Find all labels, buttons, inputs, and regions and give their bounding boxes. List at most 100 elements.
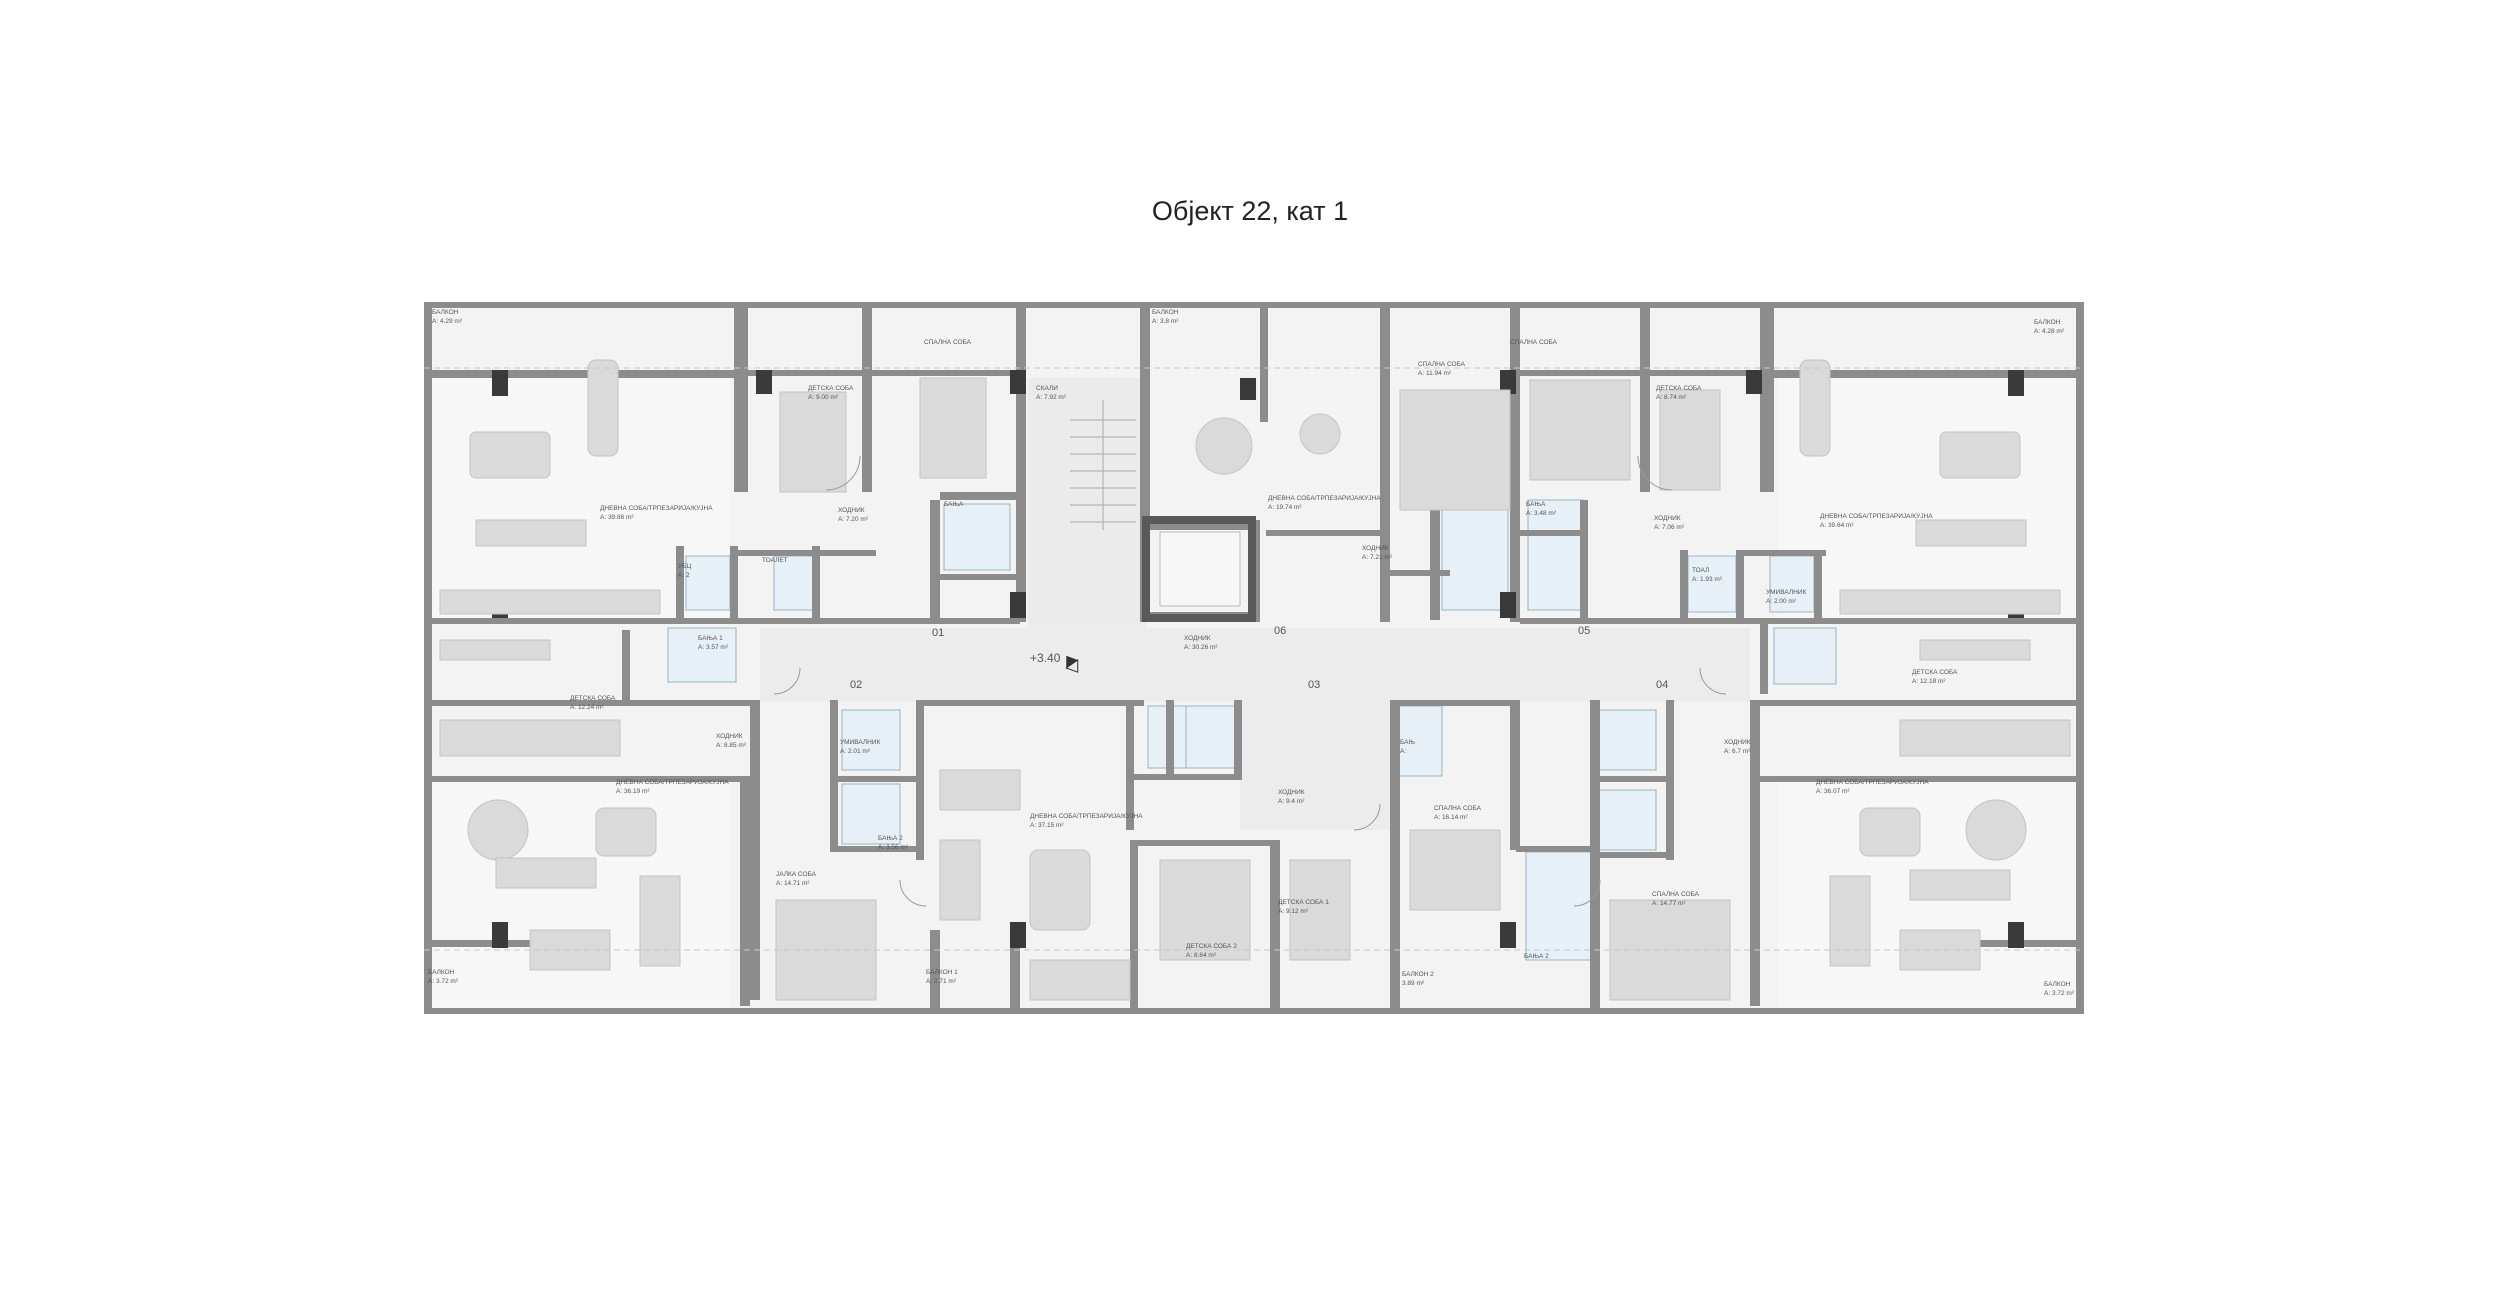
room-area: A: 4.29 m² (432, 318, 463, 325)
drawing-title: Објект 22, кат 1 (1151, 196, 1349, 226)
room-name: БАЊА (944, 501, 964, 508)
room-area: A: 2.01 m² (840, 748, 871, 755)
room-name: УМИВАЛНИК (840, 739, 880, 746)
room-name: ДЕТСКА СОБА 1 (1278, 899, 1329, 906)
level-mark: +3.40 (1030, 651, 1061, 665)
room-area: A: 30.26 m² (1184, 644, 1218, 651)
room-name: ХОДНИК (838, 507, 865, 514)
room-name: ЈАЛКА СОБА (776, 871, 817, 878)
room-name: ХОДНИК (1654, 515, 1681, 522)
room-area: A: 7.21 m² (1362, 554, 1393, 561)
wet-rooms (667, 499, 1837, 961)
corridor (760, 628, 1750, 702)
stair-hall (1028, 378, 1146, 628)
room-area: A: 16.14 m² (1434, 814, 1468, 821)
room-area: A: 36.19 m² (616, 788, 650, 795)
room-name: ДНЕВНА СОБА/ТРПЕЗАРИЈА/КУЈНА (616, 779, 729, 786)
room-name: СПАЛНА СОБА (1434, 805, 1482, 812)
room-name: БАЊА 1 (698, 635, 723, 642)
room-area: A: 39.64 m² (1820, 522, 1854, 529)
room-area: A: 8.74 m² (1656, 394, 1687, 401)
room-area: A: 37.15 m² (1030, 822, 1064, 829)
room-name: БАЛКОН (2034, 319, 2061, 326)
room-area: A: 3.8 m² (1152, 318, 1179, 325)
room-name: ДНЕВНА СОБА/ТРПЕЗАРИЈА/КУЈНА (1268, 495, 1381, 502)
room-name: ТОАЛЕТ (762, 557, 788, 564)
room-name: ТОАЛ (1692, 567, 1709, 574)
apartment-number: 03 (1308, 679, 1320, 691)
room-area: A: 14.71 m² (776, 880, 810, 887)
room-area: A: 3.72 m² (2044, 990, 2075, 997)
room-name: ДЕТСКА СОБА (570, 695, 616, 702)
room-area: A: 3.56 m² (878, 844, 909, 851)
room-name: ХОДНИК (1724, 739, 1751, 746)
room-name: УМИВАЛНИК (1766, 589, 1806, 596)
room-name: ДНЕВНА СОБА/ТРПЕЗАРИЈА/КУЈНА (600, 505, 713, 512)
room-area: A: 7.20 m² (838, 516, 869, 523)
room-area: A: 6.7 m² (1724, 748, 1751, 755)
room-name: СПАЛНА СОБА (1510, 339, 1558, 346)
room-name: СПАЛНА СОБА (924, 339, 972, 346)
projection-lines (424, 367, 2084, 951)
room-area: A: (1400, 748, 1406, 755)
room-area: A: 36.07 m² (1816, 788, 1850, 795)
room-name: БАЊА 2 (1524, 953, 1549, 960)
room-name: ДЕТСКА СОБА (1656, 385, 1702, 392)
room-name: СКАЛИ (1036, 385, 1058, 392)
room-name: СПАЛНА СОБА (1652, 891, 1700, 898)
room-name: ДЕТСКА СОБА (808, 385, 854, 392)
room-name: БАЛКОН 2 (1402, 971, 1434, 978)
room-name: ХОДНИК (1362, 545, 1389, 552)
room-name: ДЕТСКА СОБА (1912, 669, 1958, 676)
room-area: A: 7.06 m² (1654, 524, 1685, 531)
apartment-numbers: 01 02 03 04 05 06 (850, 625, 1668, 691)
room-area: A: 8.64 m² (1186, 952, 1217, 959)
room-name: БАЊ (1400, 739, 1415, 746)
apartment-number: 05 (1578, 625, 1590, 637)
room-area: A: 7.92 m² (1036, 394, 1067, 401)
room-name: СПАЛНА СОБА (1418, 361, 1466, 368)
room-area: A: 8.85 m² (716, 742, 747, 749)
room-area: A: 12.24 m² (570, 704, 604, 711)
room-name: БАЊА (1526, 501, 1546, 508)
room-name: ДНЕВНА СОБА/ТРПЕЗАРИЈА/КУЈНА (1816, 779, 1929, 786)
room-area: A: 1.93 m² (1692, 576, 1723, 583)
interior-walls (430, 302, 2078, 1010)
room-name: БАЛКОН 1 (926, 969, 958, 976)
room-area: A: 11.94 m² (1418, 370, 1452, 377)
room-area: A: 3.48 m² (1526, 510, 1557, 517)
room-name: ХОДНИК (1278, 789, 1305, 796)
room-name: БАЛКОН (1152, 309, 1179, 316)
room-name: ХОДНИК (1184, 635, 1211, 642)
apartment-number: 01 (932, 627, 944, 639)
apartment-number: 06 (1274, 625, 1286, 637)
lift-core (1142, 516, 1256, 622)
room-area: A: 4.28 m² (2034, 328, 2065, 335)
room-area: A: 14.77 m² (1652, 900, 1686, 907)
room-area: A: 3.72 m² (428, 978, 459, 985)
room-name: БАЛКОН (2044, 981, 2071, 988)
apartment-number: 02 (850, 679, 862, 691)
room-area: A: 39.86 m² (600, 514, 634, 521)
corridor-south (1240, 700, 1390, 830)
door-swings (773, 455, 1727, 907)
room-name: БАЊА 2 (878, 835, 903, 842)
room-area: A: 2.00 m² (1766, 598, 1797, 605)
stair-treads (1070, 400, 1136, 530)
room-name: ХОДНИК (716, 733, 743, 740)
apartment-number: 04 (1656, 679, 1668, 691)
room-name: УБЦ (678, 563, 691, 570)
room-area: A: 2.71 m² (926, 978, 957, 985)
room-area: 3.89 m² (1402, 980, 1425, 987)
room-name: ДЕТСКА СОБА 2 (1186, 943, 1237, 950)
room-name: БАЛКОН (432, 309, 459, 316)
room-area: A: 12.18 m² (1912, 678, 1946, 685)
room-name: ДНЕВНА СОБА/ТРПЕЗАРИЈА/КУЈНА (1820, 513, 1933, 520)
room-area: A: 2 (678, 572, 690, 579)
room-area: A: 3.57 m² (698, 644, 729, 651)
room-name: БАЛКОН (428, 969, 455, 976)
room-area: A: 9.4 m² (1278, 798, 1305, 805)
room-name: ДНЕВНА СОБА/ТРПЕЗАРИЈА/КУЈНА (1030, 813, 1143, 820)
room-area: A: 9.00 m² (808, 394, 839, 401)
